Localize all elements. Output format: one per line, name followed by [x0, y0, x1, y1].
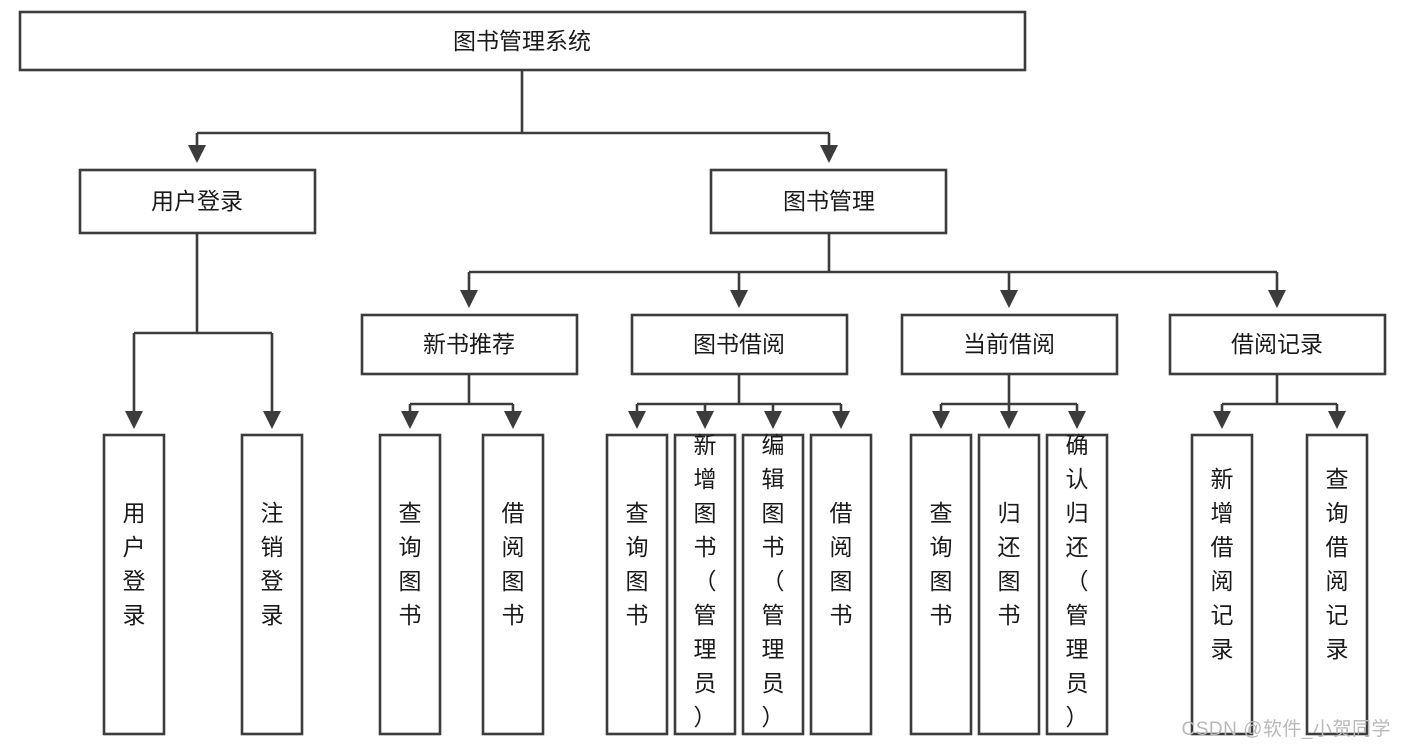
node-box-book-borrow[interactable] — [630, 313, 849, 376]
node-box-leaf-logout-login[interactable] — [240, 433, 304, 736]
node-user-login[interactable]: 用户登录 — [78, 168, 317, 235]
node-leaf-user-login[interactable]: 用户登录 — [102, 433, 166, 736]
node-leaf-return-book[interactable]: 归还图书 — [977, 433, 1041, 736]
node-label-root: 图书管理系统 — [453, 28, 591, 54]
node-label-new-book-recommend: 新书推荐 — [423, 331, 515, 357]
node-label-user-login: 用户登录 — [151, 188, 243, 214]
node-box-leaf-query-book-1[interactable] — [378, 433, 442, 736]
node-label-current-borrow: 当前借阅 — [963, 331, 1055, 357]
node-box-book-management[interactable] — [709, 168, 948, 235]
node-leaf-borrow-book-2[interactable]: 借阅图书 — [809, 433, 873, 736]
node-box-current-borrow[interactable] — [900, 313, 1119, 376]
connector-group-new-book-recommend — [400, 374, 523, 430]
node-new-book-recommend[interactable]: 新书推荐 — [360, 313, 579, 376]
node-leaf-add-book[interactable]: 新增图书（管理员） — [673, 432, 737, 736]
node-leaf-query-book-3[interactable]: 查询图书 — [909, 433, 973, 736]
node-label-leaf-borrow-book-1: 借阅图书 — [502, 500, 525, 628]
node-book-borrow[interactable]: 图书借阅 — [630, 313, 849, 376]
node-label-leaf-query-book-1: 查询图书 — [399, 500, 422, 628]
node-book-management[interactable]: 图书管理 — [709, 168, 948, 235]
node-box-leaf-edit-book[interactable] — [741, 433, 805, 736]
node-box-leaf-add-borrow-record[interactable] — [1190, 433, 1254, 736]
node-label-borrow-record: 借阅记录 — [1231, 331, 1323, 357]
node-box-leaf-user-login[interactable] — [102, 433, 166, 736]
node-label-leaf-add-borrow-record: 新增借阅记录 — [1211, 466, 1234, 662]
connector-group-book-borrow — [627, 374, 851, 430]
node-box-borrow-record[interactable] — [1168, 313, 1387, 376]
node-box-root[interactable] — [18, 10, 1027, 72]
node-box-leaf-query-book-3[interactable] — [909, 433, 973, 736]
node-label-leaf-edit-book: 编辑图书（管理员） — [762, 432, 785, 730]
node-label-leaf-user-login: 用户登录 — [123, 500, 146, 628]
node-current-borrow[interactable]: 当前借阅 — [900, 313, 1119, 376]
node-label-leaf-query-borrow-record: 查询借阅记录 — [1326, 466, 1349, 662]
node-label-book-borrow: 图书借阅 — [693, 331, 785, 357]
node-box-leaf-return-book[interactable] — [977, 433, 1041, 736]
node-box-leaf-add-book[interactable] — [673, 433, 737, 736]
node-leaf-query-borrow-record[interactable]: 查询借阅记录 — [1305, 433, 1369, 736]
node-book-management-system[interactable]: 图书管理系统 — [18, 10, 1027, 72]
node-label-book-management: 图书管理 — [783, 188, 875, 214]
connector-group-book-management — [459, 233, 1287, 309]
node-leaf-borrow-book-1[interactable]: 借阅图书 — [481, 433, 545, 736]
node-leaf-query-book-2[interactable]: 查询图书 — [605, 433, 669, 736]
connector-group-root — [187, 70, 839, 164]
node-leaf-edit-book[interactable]: 编辑图书（管理员） — [741, 432, 805, 736]
node-label-leaf-add-book: 新增图书（管理员） — [694, 432, 717, 730]
connector-group-borrow-record — [1212, 374, 1347, 430]
node-box-leaf-query-borrow-record[interactable] — [1305, 433, 1369, 736]
node-box-leaf-confirm-return[interactable] — [1045, 433, 1109, 736]
node-label-leaf-query-book-3: 查询图书 — [930, 500, 953, 628]
node-label-leaf-logout-login: 注销登录 — [261, 500, 284, 628]
node-box-leaf-query-book-2[interactable] — [605, 433, 669, 736]
node-leaf-add-borrow-record[interactable]: 新增借阅记录 — [1190, 433, 1254, 736]
node-label-leaf-confirm-return: 确认归还（管理员） — [1066, 432, 1089, 730]
connector-group-user-login — [124, 233, 282, 430]
connector-group-current-borrow — [931, 374, 1087, 430]
node-label-leaf-return-book: 归还图书 — [998, 500, 1021, 628]
node-box-new-book-recommend[interactable] — [360, 313, 579, 376]
node-label-leaf-query-book-2: 查询图书 — [626, 500, 649, 628]
node-label-leaf-borrow-book-2: 借阅图书 — [830, 500, 853, 628]
node-box-leaf-borrow-book-2[interactable] — [809, 433, 873, 736]
node-box-user-login[interactable] — [78, 168, 317, 235]
node-leaf-query-book-1[interactable]: 查询图书 — [378, 433, 442, 736]
node-leaf-confirm-return[interactable]: 确认归还（管理员） — [1045, 432, 1109, 736]
node-leaf-logout-login[interactable]: 注销登录 — [240, 433, 304, 736]
node-box-leaf-borrow-book-1[interactable] — [481, 433, 545, 736]
node-borrow-record[interactable]: 借阅记录 — [1168, 313, 1387, 376]
